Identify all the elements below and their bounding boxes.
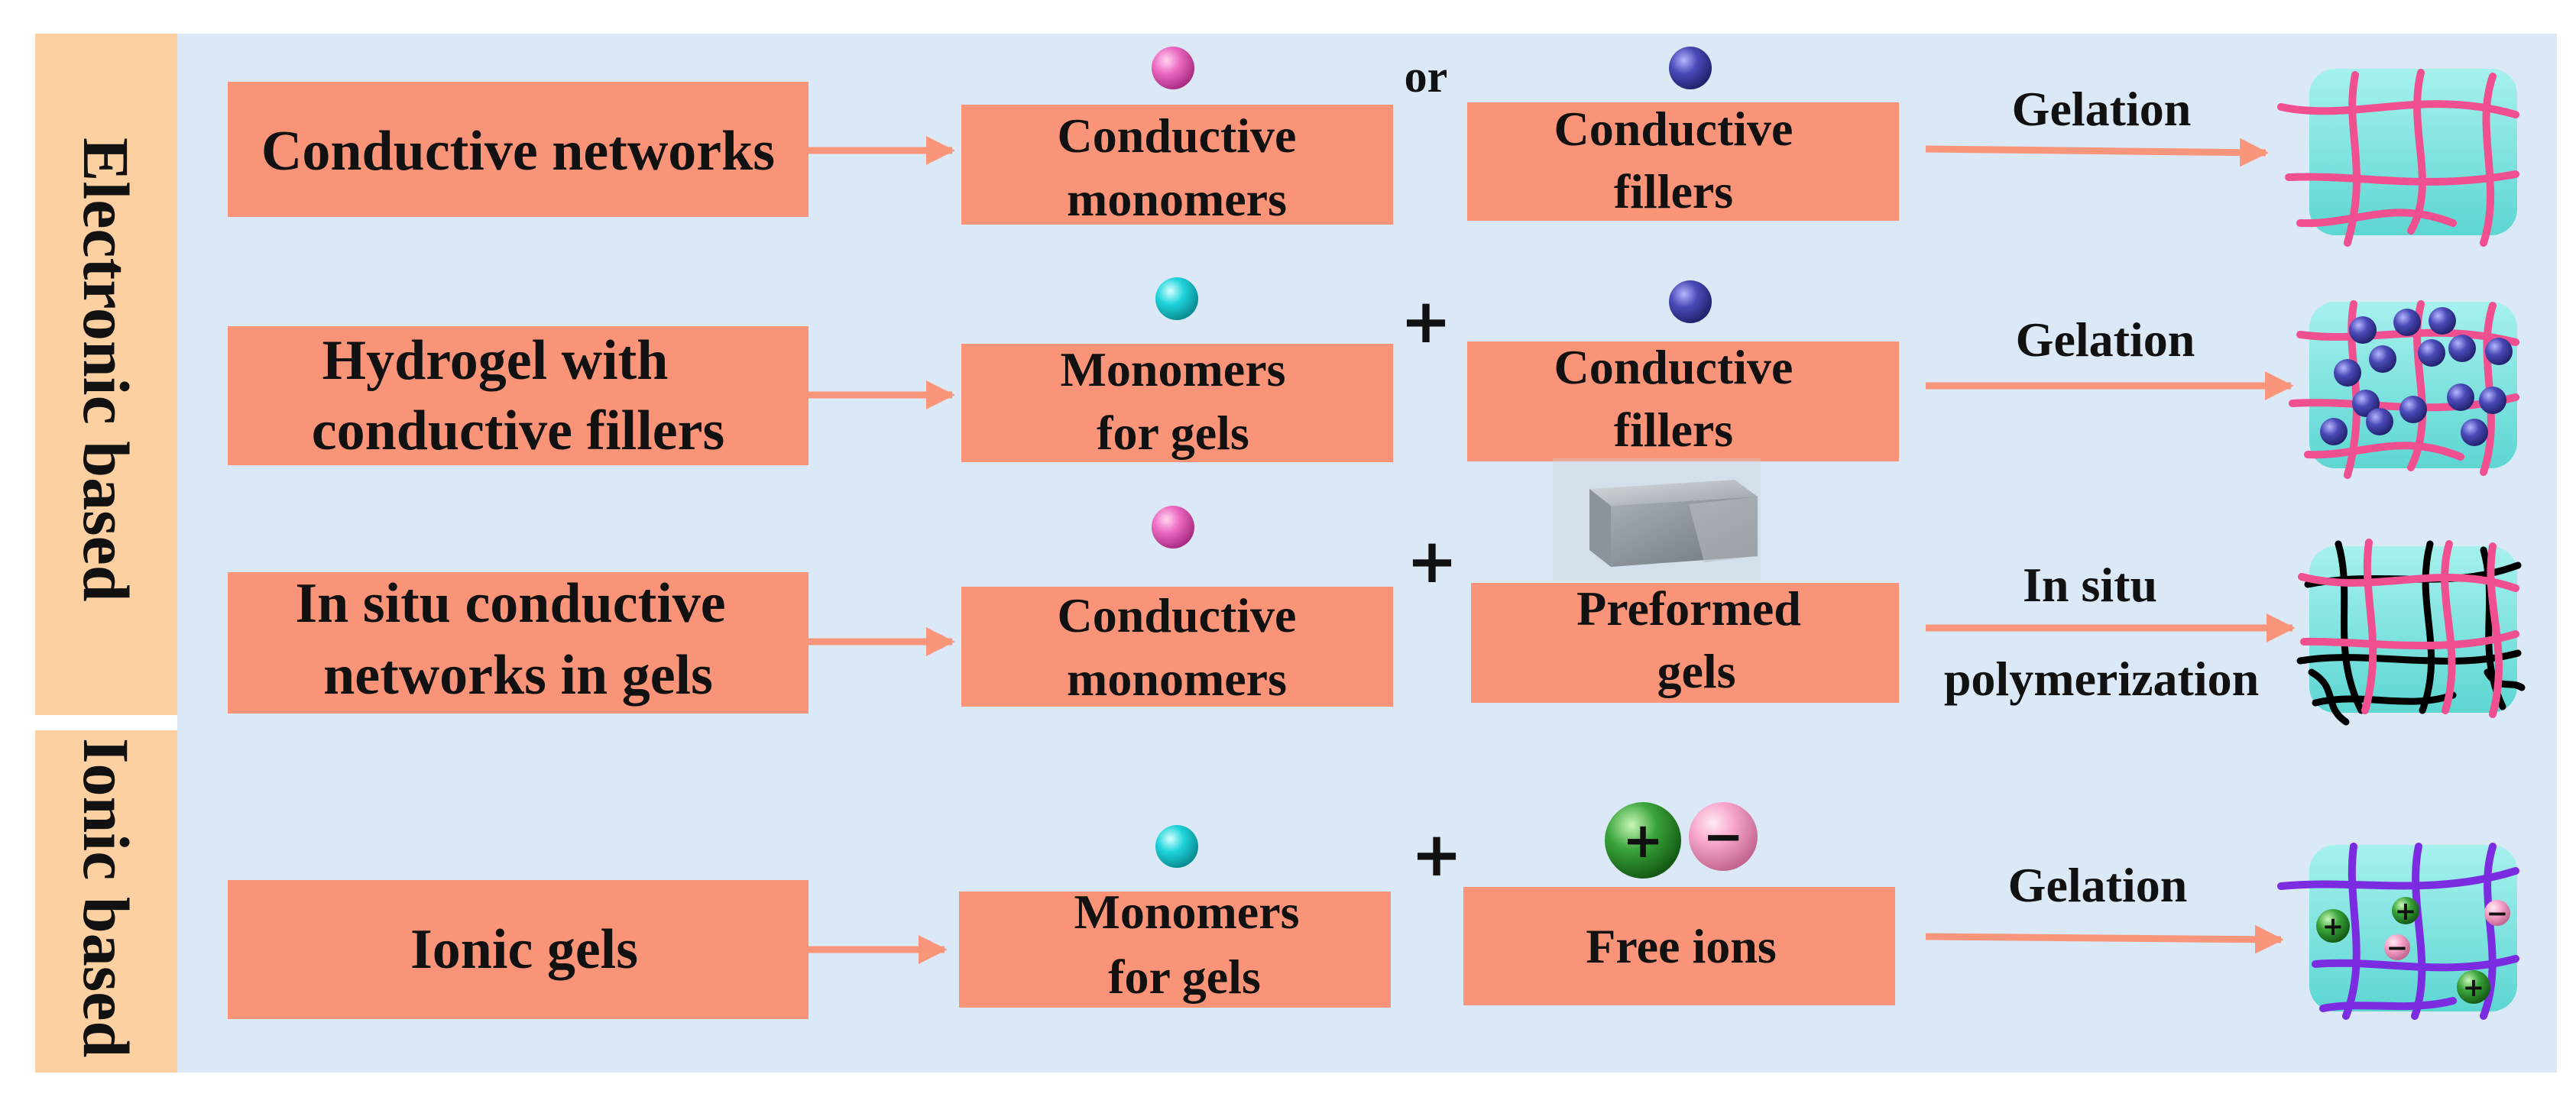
category-label-line2: conductive fillers — [312, 400, 725, 462]
component-a-line2: for gels — [1097, 406, 1249, 460]
component-a-box — [959, 892, 1391, 1008]
gel-anion-2: − — [2487, 898, 2509, 929]
step-label: Gelation — [2016, 312, 2195, 367]
component-a-line2: monomers — [1067, 172, 1287, 226]
operator-or: or — [1405, 51, 1448, 102]
component-a-line2: for gels — [1108, 950, 1261, 1004]
category-label: Conductive networks — [261, 120, 775, 183]
component-b-box — [1467, 341, 1899, 461]
side-label-ionic: Ionic based — [70, 738, 143, 1057]
step-label-line1: In situ — [2023, 558, 2157, 612]
cation-sign: + — [1622, 813, 1664, 869]
category-box — [228, 880, 808, 1019]
component-b-box — [1463, 887, 1895, 1005]
category-box — [228, 572, 808, 714]
category-box — [228, 326, 808, 465]
conductive-filler-sphere-icon — [1669, 47, 1712, 89]
category-box — [228, 82, 808, 217]
component-a-box — [961, 344, 1393, 462]
in-situ-network-gel-icon — [2296, 539, 2526, 726]
conductive-monomer-sphere-icon — [1152, 47, 1194, 89]
gel-monomer-sphere-icon — [1155, 277, 1198, 320]
component-a-line1: Conductive — [1058, 108, 1297, 163]
component-b-line2: fillers — [1614, 164, 1733, 218]
gel-cation-1: + — [2322, 911, 2344, 942]
step-label-line2: polymerization — [1944, 652, 2259, 706]
row-ionic-gels: Ionic gels Monomers for gels + Free ions… — [228, 802, 2519, 1020]
row-conductive-networks: Conductive networks Conductive monomers … — [228, 47, 2519, 247]
operator-plus: + — [1406, 526, 1457, 597]
component-b-line1: Preformed — [1576, 581, 1801, 636]
component-a-line2: monomers — [1067, 652, 1287, 706]
component-b-line2: gels — [1657, 644, 1735, 698]
ionic-gel-icon: + + + − − — [2277, 843, 2519, 1020]
row-in-situ-networks: In situ conductive networks in gels Cond… — [228, 458, 2526, 726]
component-b-label: Free ions — [1586, 919, 1776, 973]
component-b-box — [1467, 102, 1899, 221]
gel-cation-2: + — [2395, 896, 2417, 927]
cation-sphere-icon: + — [1605, 802, 1681, 879]
component-a-line1: Monomers — [1060, 342, 1285, 396]
anion-sphere-icon: − — [1689, 802, 1758, 871]
category-label-line2: networks in gels — [323, 644, 713, 707]
filler-hydrogel-icon — [2289, 300, 2519, 479]
arrow-to-product — [1925, 138, 2269, 167]
category-label-line1: Hydrogel with — [322, 329, 669, 392]
category-label-line1: In situ conductive — [295, 572, 725, 635]
conductive-network-gel-icon — [2277, 69, 2519, 247]
component-b-box — [1471, 583, 1899, 703]
anion-sign: − — [1703, 809, 1744, 866]
step-label: Gelation — [2012, 82, 2192, 136]
component-a-line1: Conductive — [1058, 588, 1297, 642]
conductive-monomer-sphere-icon — [1152, 506, 1194, 549]
operator-plus: + — [1400, 286, 1451, 357]
conductive-filler-sphere-icon — [1669, 280, 1712, 323]
side-tab-divider — [35, 715, 177, 730]
ionic-side-tab — [35, 730, 177, 1073]
component-a-line1: Monomers — [1074, 885, 1299, 939]
electronic-side-tab — [35, 34, 177, 715]
component-b-line1: Conductive — [1554, 102, 1793, 156]
side-label-electronic: Electronic based — [70, 138, 143, 602]
component-a-box — [961, 587, 1393, 707]
row-hydrogel-fillers: Hydrogel with conductive fillers Monomer… — [228, 277, 2519, 479]
component-b-line1: Conductive — [1554, 340, 1793, 394]
gel-cation-3: + — [2463, 972, 2485, 1003]
component-a-box — [961, 105, 1393, 225]
operator-plus: + — [1411, 819, 1462, 890]
category-label: Ionic gels — [410, 918, 638, 981]
preformed-gel-block-icon — [1553, 458, 1761, 581]
step-label: Gelation — [2008, 858, 2188, 912]
component-b-line2: fillers — [1614, 403, 1733, 457]
gel-monomer-sphere-icon — [1155, 825, 1198, 868]
gel-anion-1: − — [2386, 933, 2409, 963]
arrow-to-product — [1925, 924, 2284, 954]
